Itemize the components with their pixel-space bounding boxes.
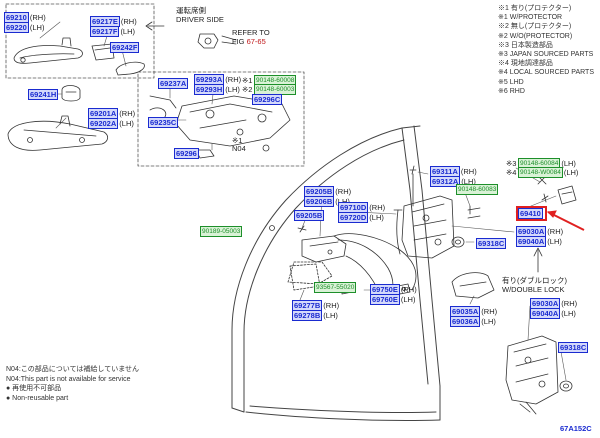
part-69040A[interactable]: 69040A(LH) [516, 236, 562, 247]
mark-star2-top: ※2 [242, 85, 253, 94]
double-lock-assembly-illustration [505, 335, 573, 415]
part-69760E[interactable]: 69760E(LH) [370, 294, 416, 305]
part-69296C[interactable]: 69296C [252, 94, 283, 105]
lock-rod-illustration [393, 209, 403, 255]
figure-code: 67A152C [560, 424, 592, 433]
note-3-jp: ※3 日本製造部品 [498, 41, 553, 49]
note-2-en: ※2 W/O(PROTECTOR) [498, 32, 573, 40]
screw-90189-illustration [269, 225, 275, 231]
part-69205B-alt[interactable]: 69205B [294, 210, 325, 221]
lock-washer-illustration [451, 236, 465, 248]
part-93567-55020[interactable]: 93567-55020 [314, 282, 357, 293]
handle-cover-illustration [115, 61, 145, 76]
part-69036A[interactable]: 69036A(LH) [450, 316, 496, 327]
outside-handle-illustration [13, 37, 83, 64]
part-69202A[interactable]: 69202A(LH) [88, 118, 134, 129]
inside-handle-illustration [287, 235, 347, 285]
part-69278B[interactable]: 69278B(LH) [292, 310, 338, 321]
footer-reuse-en: ● Non-reusable part [6, 394, 69, 402]
note-2-jp: ※2 無し(プロテクター) [498, 23, 572, 31]
mark-star1-mid: ※1 [232, 136, 243, 145]
key-cylinder-illustration [197, 33, 237, 49]
part-69296[interactable]: 69296 [174, 148, 199, 159]
lock-cover-illustration [451, 272, 495, 299]
double-lock-jp: 有り(ダブルロック) [502, 276, 567, 285]
note-6: ※6 RHD [498, 87, 525, 95]
part-69235C[interactable]: 69235C [148, 117, 179, 128]
footer-reuse-jp: ● 再使用不可部品 [6, 385, 62, 393]
inside-handle-screw-illustration [297, 225, 307, 233]
handle-frame-illustration [7, 115, 108, 151]
handle-frame-detail-box [137, 71, 305, 167]
note-5: ※5 LHD [498, 78, 524, 86]
part-69410[interactable]: 69410 [518, 208, 543, 219]
note-1-en: ※1 W/PROTECTOR [498, 14, 563, 22]
note-1-jp: ※1 有り(プロテクター) [498, 5, 572, 12]
mark-n04: N04 [232, 144, 246, 153]
notes-list: ※1 有り(プロテクター) ※1 W/PROTECTOR ※2 無し(プロテクタ… [498, 4, 594, 96]
part-69237A[interactable]: 69237A [158, 78, 189, 89]
part-69217F[interactable]: 69217F(LH) [90, 26, 136, 37]
driver-side-jp: 運転席側 [176, 6, 206, 15]
fig-prefix: FIG [232, 37, 245, 46]
handle-pad-illustration [91, 43, 115, 61]
mark-star4-right: ※4 [506, 168, 517, 177]
part-69040A-double[interactable]: 69040A(LH) [530, 308, 576, 319]
door-striker-illustration [541, 185, 577, 205]
part-69312A[interactable]: 69312A(LH) [430, 176, 476, 187]
part-90148-60083[interactable]: 90148-60083 [456, 184, 499, 195]
footer-n04-en: N04:This part is not available for servi… [6, 375, 131, 383]
double-lock-en: W/DOUBLE LOCK [502, 285, 565, 294]
handle-bezel-illustration [289, 263, 321, 291]
part-90148-w0084[interactable]: 90148-W0084(LH) [518, 167, 579, 178]
mark-star3-right: ※3 [506, 159, 517, 168]
lock-screws-illustration [467, 205, 481, 219]
driver-side-en: DRIVER SIDE [176, 15, 224, 24]
mark-star1-top: ※1 [242, 76, 253, 85]
part-69720D[interactable]: 69720D(LH) [338, 212, 384, 223]
part-69242F[interactable]: 69242F [110, 42, 140, 53]
fig-link[interactable]: 67-65 [246, 37, 266, 46]
note-4-jp: ※4 現地調達部品 [498, 60, 553, 68]
part-69220[interactable]: 69220(LH) [4, 22, 45, 33]
part-69206B[interactable]: 69206B(LH) [304, 196, 350, 207]
door-lock-assembly-illustration [401, 165, 455, 259]
fig-reference[interactable]: FIG 67-65 [232, 37, 266, 46]
refer-to-label: REFER TO [232, 28, 270, 37]
part-69293H[interactable]: 69293H(LH) [194, 84, 240, 95]
footer-n04-jp: N04:この部品については補給していません [6, 366, 140, 373]
part-69318C-double[interactable]: 69318C [558, 342, 589, 353]
door-frame-outline [231, 125, 441, 422]
rear-gasket-illustration [61, 85, 81, 102]
outside-handle-group-box [5, 3, 155, 79]
part-69410-highlight [516, 206, 547, 221]
part-90189-05003[interactable]: 90189-05003 [200, 226, 243, 237]
part-69318C[interactable]: 69318C [476, 238, 507, 249]
note-4-en: ※4 LOCAL SOURCED PARTS [498, 69, 594, 77]
part-69241H[interactable]: 69241H [28, 89, 59, 100]
note-3-en: ※3 JAPAN SOURCED PARTS [498, 51, 594, 59]
footer-notes: N04:この部品については補給していません N04:This part is n… [6, 365, 139, 403]
